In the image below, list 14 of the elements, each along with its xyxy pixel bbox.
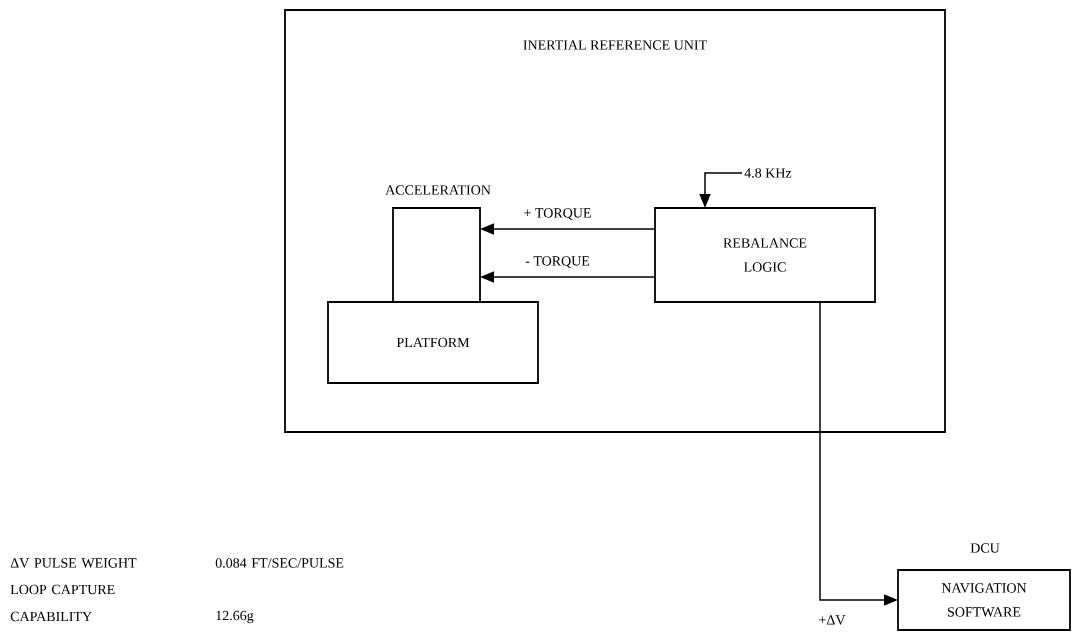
spec-text: LOOP CAPTURE CAPABILITY [10,584,115,622]
edge-label: +ΔV [817,614,847,626]
box-heading: ACCELERATION [385,185,491,195]
box-heading: INERTIAL REFERENCE UNIT [523,40,707,50]
logic-box: REBALANCE LOGIC [654,207,876,303]
platform-box: PLATFORM [327,301,539,384]
spec-text: 0.084 FT/SEC/PULSE [215,558,344,568]
spec-text: 12.66g [216,610,254,624]
spec-text: ΔV PULSE WEIGHT [10,558,137,568]
edge-label: - TORQUE [524,255,591,269]
edge-label: + TORQUE [522,207,593,221]
box-heading: DCU [970,543,1000,553]
software-box: NAVIGATION SOFTWARE [897,569,1071,631]
frequency-label: 4.8 KHz [744,168,792,178]
